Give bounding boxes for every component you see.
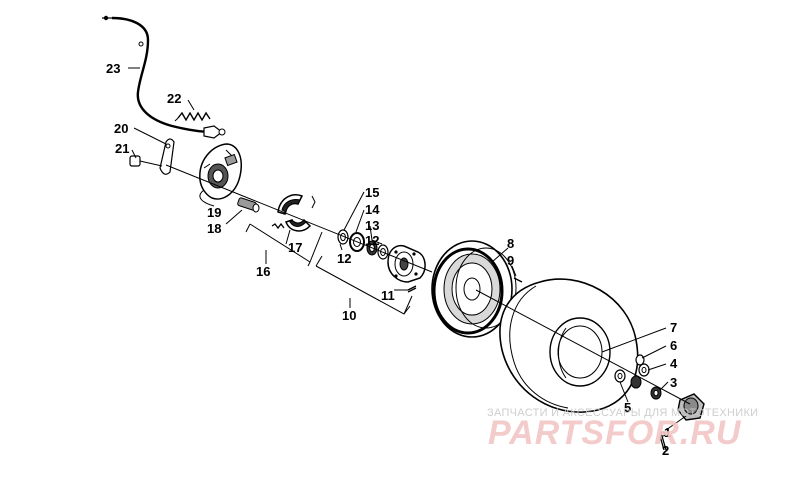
callout-12-upper: 12 — [365, 233, 379, 248]
callout-20: 20 — [114, 121, 128, 136]
leader-lines — [128, 67, 691, 431]
callout-2: 2 — [662, 443, 669, 458]
wheel-rim — [431, 240, 523, 338]
wheel-hardware — [614, 354, 705, 451]
spring-part — [174, 111, 211, 122]
brake-arm — [159, 138, 175, 175]
callout-5: 5 — [624, 400, 631, 415]
callout-7: 7 — [670, 320, 677, 335]
callout-3: 3 — [670, 375, 677, 390]
brake-backing-plate — [199, 143, 242, 200]
wheel-hub — [387, 244, 426, 293]
callout-8: 8 — [507, 236, 514, 251]
callout-15: 15 — [365, 185, 379, 200]
watermark-tagline: ЗАПЧАСТИ И АКСЕССУАРЫ ДЛЯ МОТОТЕХНИКИ — [487, 407, 758, 419]
callout-4: 4 — [670, 356, 678, 371]
callout-17: 17 — [288, 240, 302, 255]
callout-13: 13 — [365, 218, 379, 233]
callout-16: 16 — [256, 264, 270, 279]
callout-1: 1 — [664, 425, 671, 440]
callout-22: 22 — [167, 91, 181, 106]
brake-shoes — [271, 194, 316, 232]
callout-21: 21 — [115, 141, 129, 156]
callout-19: 19 — [207, 205, 221, 220]
cam-shaft — [237, 197, 260, 213]
callout-6: 6 — [670, 338, 677, 353]
arm-bolt — [129, 155, 163, 167]
brake-cable — [102, 15, 226, 139]
callout-23: 23 — [106, 61, 120, 76]
callout-12-lower: 12 — [337, 251, 351, 266]
callout-10: 10 — [342, 308, 356, 323]
callout-11: 11 — [381, 288, 395, 303]
watermark: ЗАПЧАСТИ И АКСЕССУАРЫ ДЛЯ МОТОТЕХНИКИ PA… — [487, 407, 758, 452]
callout-labels: 23 22 20 21 19 18 17 16 15 14 13 12 12 1… — [106, 61, 678, 458]
callout-18: 18 — [207, 221, 221, 236]
callout-14: 14 — [365, 202, 380, 217]
tire — [499, 278, 639, 413]
watermark-logo: PARTSFOR.RU — [488, 414, 742, 452]
callout-9: 9 — [507, 253, 514, 268]
